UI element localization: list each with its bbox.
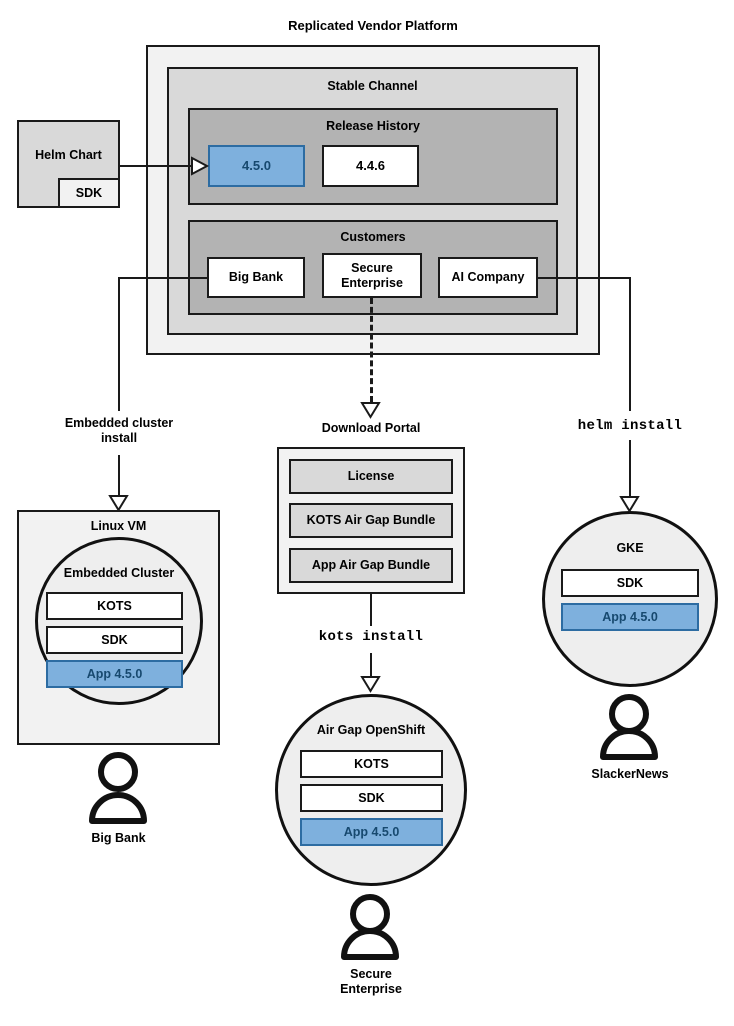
flow-label-helm-install: helm install [577, 418, 683, 434]
connector-helm-to-release [120, 165, 202, 167]
openshift-component-sdk[interactable]: SDK [300, 784, 443, 812]
connector-bigbank-v [118, 277, 120, 411]
connector-secure-enterprise-dashed [370, 298, 373, 402]
linux-vm-customer-label: Big Bank [91, 831, 146, 845]
connector-kots-to-openshift [370, 653, 372, 687]
openshift-component-app[interactable]: App 4.5.0 [300, 818, 443, 846]
linux-vm-component-sdk[interactable]: SDK [46, 626, 183, 654]
connector-aicompany-h [538, 277, 630, 279]
connector-helm-to-gke [629, 440, 631, 504]
release-history-label: Release History [326, 119, 420, 133]
customer-secure-enterprise-line2: Enterprise [341, 275, 403, 290]
gke-component-sdk[interactable]: SDK [561, 569, 699, 597]
customer-big-bank[interactable]: Big Bank [207, 257, 305, 298]
gke-customer-label: SlackerNews [591, 767, 669, 781]
customer-ai-company[interactable]: AI Company [438, 257, 538, 298]
openshift-component-kots[interactable]: KOTS [300, 750, 443, 778]
person-icon-big-bank [89, 752, 147, 824]
gke-label: GKE [616, 541, 644, 555]
release-version-4-4-6[interactable]: 4.4.6 [322, 145, 419, 187]
openshift-customer-label: Secure Enterprise [275, 967, 467, 997]
person-icon-secure-enterprise [341, 894, 399, 960]
openshift-customer-line1: Secure [350, 967, 392, 981]
linux-vm-label: Linux VM [90, 519, 147, 533]
air-gap-openshift-label: Air Gap OpenShift [316, 723, 426, 737]
helm-chart-sdk-box[interactable]: SDK [58, 178, 120, 208]
customers-label: Customers [340, 230, 406, 244]
connector-embedded-install-down [118, 455, 120, 503]
release-version-4-5-0[interactable]: 4.5.0 [208, 145, 305, 187]
connector-bigbank-h [118, 277, 208, 279]
customer-secure-enterprise[interactable]: Secure Enterprise [322, 253, 422, 298]
flow-label-kots-install: kots install [318, 629, 424, 645]
gke-circle [542, 511, 718, 687]
diagram-title: Replicated Vendor Platform [288, 18, 458, 33]
download-portal-label: Download Portal [321, 421, 421, 435]
connector-aicompany-v [629, 277, 631, 411]
person-icon-slackernews [600, 694, 658, 760]
linux-vm-component-kots[interactable]: KOTS [46, 592, 183, 620]
stable-channel-label: Stable Channel [327, 79, 418, 93]
flow-label-embedded-line1: Embedded cluster [64, 416, 174, 430]
flow-label-embedded-cluster-install: Embedded cluster install [30, 416, 208, 446]
download-artifact-kots-air-gap-bundle[interactable]: KOTS Air Gap Bundle [289, 503, 453, 538]
embedded-cluster-label: Embedded Cluster [63, 566, 175, 580]
customer-secure-enterprise-line1: Secure [351, 260, 393, 275]
connector-portal-to-kots [370, 594, 372, 626]
download-artifact-app-air-gap-bundle[interactable]: App Air Gap Bundle [289, 548, 453, 583]
arrowhead-to-download-portal [360, 402, 381, 419]
helm-chart-label: Helm Chart [35, 148, 102, 162]
gke-component-app[interactable]: App 4.5.0 [561, 603, 699, 631]
linux-vm-component-app[interactable]: App 4.5.0 [46, 660, 183, 688]
flow-label-embedded-line2: install [100, 431, 138, 445]
openshift-customer-line2: Enterprise [340, 982, 402, 996]
download-artifact-license[interactable]: License [289, 459, 453, 494]
